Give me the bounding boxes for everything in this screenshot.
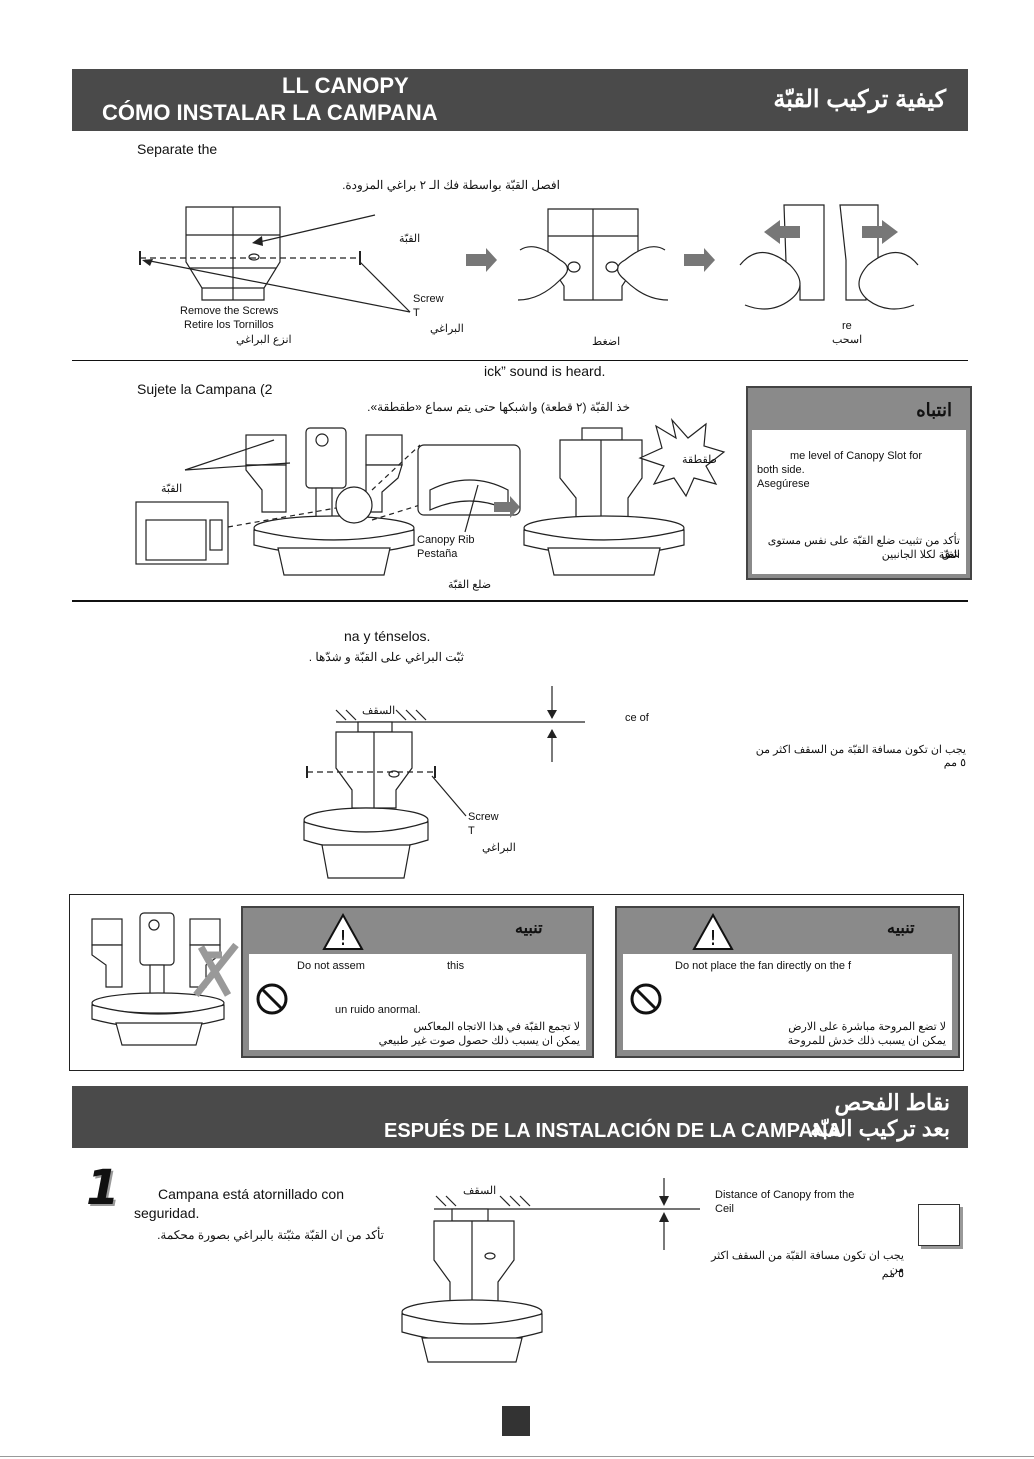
label-canopy-ar-1: القبّة [399,233,421,245]
header2-title-es: ESPUÉS DE LA INSTALACIÓN DE LA CAMPANA [384,1120,842,1142]
remove-screws-ar: انزع البراغي [236,334,292,346]
step2-instruction-en: ick” sound is heard. [484,363,606,379]
screw-label-ar: البراغي [430,323,464,335]
arrow-right-3 [494,496,520,518]
check-number-badge: 1 [86,1160,120,1216]
divider-2 [72,600,968,602]
step3-screw-en: Screw [468,811,499,823]
bottom-rule [0,1456,1034,1457]
canopy-installed-step3 [303,721,429,879]
step3-instruction-es: na y ténselos. [344,628,431,644]
caution-1-text-ar1: لا تجمع القبّة في هذا الاتجاه المعاكس [413,1021,580,1033]
check1-distance-en2: Ceil [715,1203,734,1215]
caution-1-text-en-b: this [447,960,465,972]
press-label-ar: اضغط [592,336,621,348]
screw-label-t: T [413,307,420,319]
pull-label-en: re [842,320,852,332]
header-title-en: LL CANOPY [282,73,409,98]
caution-2-text-ar2: يمكن ان يسبب ذلك خدش للمروحة [787,1035,946,1047]
attention-body: me level of Canopy Slot for both side. A… [752,430,966,574]
header-title-ar: كيفية تركيب القبّة [773,86,946,113]
click-label-ar: طقطقة [682,454,717,466]
page-number-block [502,1406,530,1436]
canopy-closed-illustration [185,206,281,301]
arrow-right-2 [684,248,715,272]
header2-title-ar: نقاط الفحص [834,1090,950,1115]
step2-instruction-es: Sujete la Campana (2 [137,381,273,397]
step2-canopy-ar: القبّة [161,483,183,495]
check1-text-es1: Campana está atornillado con [158,1186,345,1202]
step2-instruction-ar: خذ القبّة (٢ قطعة) واشبكها حتى يتم سماع … [367,400,630,414]
divider-1 [72,360,968,361]
header2-title-ar2: بعد تركيب القبّة [810,1116,950,1141]
warnings-panel: ! تنبيه Do not assem this un ruido anorm… [69,894,964,1071]
check1-distance-en1: Distance of Canopy from the [715,1189,855,1201]
check1-text-es2: seguridad. [134,1205,200,1221]
caution-2-text-en: Do not place the fan directly on the f [675,960,852,972]
warning-triangle-icon: ! [692,912,734,950]
check1-ceiling-ar: السقف [463,1185,497,1197]
attention-text-ar2: القبّة لكلا الجانبين [881,549,960,561]
svg-text:!: ! [709,926,717,950]
caution-1-title-ar: تنبيه [515,920,543,937]
attention-note: انتباه me level of Canopy Slot for both … [746,386,972,580]
canopy-rib-ar: ضلع القبّة [448,579,492,591]
header-title-es: CÓMO INSTALAR LA CAMPANA [102,100,438,125]
check1-distance-ar1: يجب ان تكون مسافة القبّة من السقف اكثر م… [711,1250,904,1275]
remove-screws-en: Remove the Screws [180,305,279,317]
arrow-right-1 [466,248,497,272]
step3-screw-t: T [468,825,475,837]
canopy-check-illustration [401,1208,543,1363]
prohibited-icon [630,983,662,1015]
pull-arrow-right [862,220,898,244]
caution-1-text-en: Do not assem [297,960,365,972]
step1-instruction-en: Separate the [137,141,218,157]
attention-text-ar1: تأكد من تثبيت ضلع القبّة على نفس مستوى ش… [767,535,960,560]
check1-distance-ar2: ٥ مم [881,1268,904,1280]
canopy-rib-es: Pestaña [417,548,458,560]
section-header-install-canopy: LL CANOPY CÓMO INSTALAR LA CAMPANA كيفية… [72,69,968,131]
canopy-parts-illustration [135,427,415,576]
caution-1-text-es: un ruido anormal. [335,1004,421,1016]
screw-label-en: Screw [413,293,444,305]
canopy-rib-closeup [417,444,521,516]
caution-2-text-ar1: لا تضع المروحة مباشرة على الارض [788,1021,946,1033]
click-burst [638,417,726,498]
step3-ceiling-ar: السقف [362,705,396,717]
hands-press-illustration [517,208,669,301]
pull-label-ar: اسحب [832,334,863,346]
caution-box-2: ! تنبيه Do not place the fan directly on… [615,906,960,1058]
section-header-check-points: نقاط الفحص ESPUÉS DE LA INSTALACIÓN DE L… [72,1086,968,1148]
canopy-separated-illustration [739,204,919,310]
remove-screws-es: Retire los Tornillos [184,319,274,331]
pull-arrow-left [764,220,800,244]
step1-instruction-ar: افصل القبّة بواسطة فك الـ ٢ براغي المزود… [342,178,560,192]
attention-text-es: Asegúrese [757,478,810,490]
caution-box-1: ! تنبيه Do not assem this un ruido anorm… [241,906,594,1058]
step3-screw-ar: البراغي [482,842,516,854]
wrong-assembly-illustration [91,912,239,1046]
step3-distance-en: ce of [625,712,649,724]
check1-text-ar: تأكد من ان القبّة مثبّتة بالبراغي بصورة … [157,1228,384,1242]
attention-title-ar: انتباه [916,400,952,420]
step3-instruction-ar: ثبّت البراغي على القبّة و شدّها . [308,650,464,664]
checkbox-square [918,1204,960,1246]
attention-text-en1: me level of Canopy Slot for [790,450,923,462]
step3-distance-ar: يجب ان تكون مسافة القبّة من السقف اكثر م… [755,744,966,769]
caution-1-text-ar2: يمكن ان يسبب ذلك حصول صوت غير طبيعي [378,1035,580,1047]
caution-2-title-ar: تنبيه [887,920,915,937]
attention-text-en2: both side. [757,464,805,476]
canopy-rib-en: Canopy Rib [417,534,475,546]
prohibited-icon [256,983,288,1015]
warning-triangle-icon: ! [322,912,364,950]
svg-text:!: ! [339,926,347,950]
canopy-assembled-illustration [523,427,685,576]
